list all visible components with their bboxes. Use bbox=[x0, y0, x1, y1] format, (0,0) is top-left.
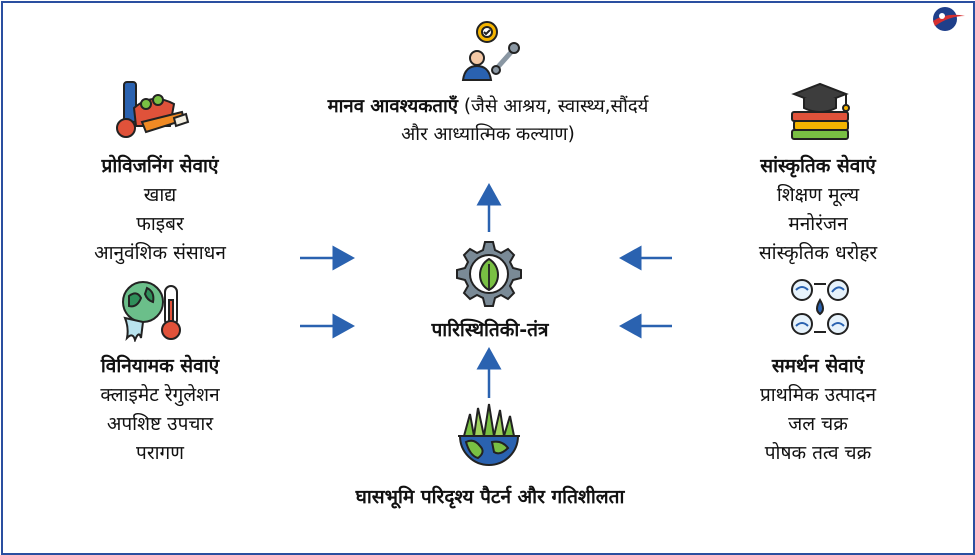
grassland-title: घासभूमि परिदृश्य पैटर्न और गतिशीलता bbox=[355, 486, 625, 508]
provisioning-item-fiber: फाइबर bbox=[136, 213, 184, 235]
human-needs-block: मानव आवश्यकताएँ (जैसे आश्रय, स्वास्थ्य,स… bbox=[318, 93, 658, 149]
human-needs-description: (जैसे आश्रय, स्वास्थ्य,सौंदर्य और आध्यात… bbox=[401, 96, 649, 145]
grassland-block: घासभूमि परिदृश्य पैटर्न और गतिशीलता bbox=[330, 484, 650, 510]
ecosystem-label: पारिस्थितिकी-तंत्र bbox=[431, 319, 549, 341]
human-needs-worker-gear-icon bbox=[461, 21, 520, 81]
cultural-block: सांस्कृतिक सेवाएं शिक्षण मूल्य मनोरंजन स… bbox=[708, 152, 928, 268]
food-basket-icon bbox=[116, 81, 190, 138]
regulating-item-pollination: परागण bbox=[136, 442, 184, 464]
provisioning-block: प्रोविजनिंग सेवाएं खाद्य फाइबर आनुवंशिक … bbox=[50, 152, 270, 268]
regulating-block: विनियामक सेवाएं क्लाइमेट रेगुलेशन अपशिष्… bbox=[50, 352, 270, 468]
supporting-item-nutrient-cycle: पोषक तत्व चक्र bbox=[764, 442, 872, 464]
supporting-block: समर्थन सेवाएं प्राथमिक उत्पादन जल चक्र प… bbox=[708, 352, 928, 468]
climate-globe-thermometer-icon bbox=[122, 281, 181, 342]
regulating-item-waste-treatment: अपशिष्ट उपचार bbox=[106, 413, 214, 435]
supporting-item-water-cycle: जल चक्र bbox=[788, 413, 848, 435]
grassland-globe-icon bbox=[458, 403, 520, 466]
cultural-title: सांस्कृतिक सेवाएं bbox=[760, 155, 876, 177]
water-cycle-icon bbox=[791, 279, 849, 335]
cultural-item-recreation: मनोरंजन bbox=[788, 213, 848, 235]
brand-logo-icon bbox=[933, 7, 965, 31]
books-graduation-cap-icon bbox=[791, 82, 850, 140]
ecosystem-gear-leaf-icon bbox=[456, 241, 522, 307]
cultural-item-cultural-heritage: सांस्कृतिक धरोहर bbox=[758, 242, 878, 264]
supporting-item-primary-production: प्राथमिक उत्पादन bbox=[759, 384, 877, 406]
supporting-title: समर्थन सेवाएं bbox=[771, 355, 865, 377]
regulating-item-climate-regulation: क्लाइमेट रेगुलेशन bbox=[100, 384, 220, 406]
cultural-item-educational-values: शिक्षण मूल्य bbox=[776, 184, 860, 206]
regulating-title: विनियामक सेवाएं bbox=[100, 355, 220, 377]
human-needs-title: मानव आवश्यकताएँ bbox=[327, 96, 458, 117]
provisioning-item-genetic-resources: आनुवंशिक संसाधन bbox=[94, 242, 226, 264]
provisioning-item-food: खाद्य bbox=[143, 184, 177, 206]
provisioning-title: प्रोविजनिंग सेवाएं bbox=[101, 155, 219, 177]
